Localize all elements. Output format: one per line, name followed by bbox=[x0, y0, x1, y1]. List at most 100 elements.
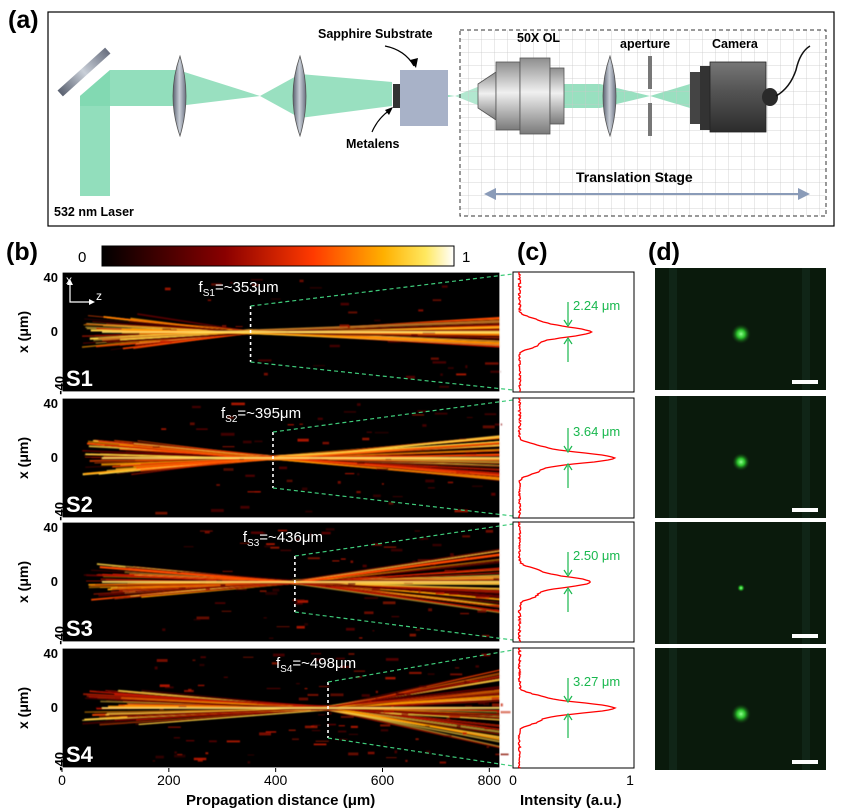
axis-indicator: xz bbox=[66, 273, 102, 305]
aperture-label: aperture bbox=[620, 37, 670, 51]
svg-text:40: 40 bbox=[44, 396, 58, 411]
sample-label: S2 bbox=[66, 492, 93, 517]
objective-lens bbox=[477, 57, 565, 135]
svg-text:x (μm): x (μm) bbox=[15, 561, 31, 603]
focal-spot bbox=[731, 324, 751, 344]
intensity-profile-s4: 3.27 μm bbox=[512, 647, 635, 769]
y-axis-s4: 40 0 -40 x (μm) bbox=[15, 646, 67, 771]
panel-a: (a) Sapphire Substrate Metalens bbox=[8, 6, 835, 227]
profile-curve bbox=[517, 521, 592, 643]
zoom-guide bbox=[327, 649, 514, 767]
svg-text:40: 40 bbox=[44, 520, 58, 535]
focal-spot-image-s4 bbox=[655, 648, 826, 770]
objective-label: 50X OL bbox=[517, 31, 560, 45]
x-tick-label: 0 bbox=[509, 772, 517, 788]
svg-text:40: 40 bbox=[44, 270, 58, 285]
camera-label: Camera bbox=[712, 37, 759, 51]
substrate-arrow bbox=[384, 45, 415, 67]
svg-text:-40: -40 bbox=[52, 626, 67, 645]
svg-text:-40: -40 bbox=[52, 376, 67, 395]
x-tick-label: 800 bbox=[478, 772, 502, 788]
focal-spot-image-s2 bbox=[655, 396, 826, 518]
panel-d-label: (d) bbox=[648, 238, 680, 266]
svg-text:x (μm): x (μm) bbox=[15, 311, 31, 353]
colorbar-min: 0 bbox=[78, 249, 86, 266]
svg-text:0: 0 bbox=[51, 450, 58, 465]
svg-text:-40: -40 bbox=[52, 502, 67, 521]
panel-b-label: (b) bbox=[6, 238, 38, 266]
metalens bbox=[393, 84, 400, 108]
y-axis-s1: 40 0 -40 x (μm) bbox=[15, 270, 67, 395]
x-tick-label: 1 bbox=[626, 772, 634, 788]
profile-curve bbox=[517, 397, 617, 519]
x-tick-label: 0 bbox=[58, 772, 66, 788]
svg-text:x (μm): x (μm) bbox=[15, 687, 31, 729]
x-tick-label: 200 bbox=[157, 772, 181, 788]
fwhm-label: 2.50 μm bbox=[573, 548, 620, 563]
svg-text:z: z bbox=[96, 289, 102, 303]
scale-bar bbox=[792, 634, 818, 638]
lens-1 bbox=[172, 54, 187, 138]
fwhm-label: 3.27 μm bbox=[573, 674, 620, 689]
zoom-guide bbox=[250, 273, 514, 391]
zoom-guide bbox=[294, 523, 514, 641]
svg-text:x (μm): x (μm) bbox=[15, 437, 31, 479]
propagation-x-axis: 0 200 400 600 800 bbox=[58, 768, 501, 788]
aperture-bottom bbox=[648, 103, 652, 136]
sapphire-substrate bbox=[400, 70, 448, 126]
scale-bar bbox=[792, 508, 818, 512]
focal-length-label: fS2=~395μm bbox=[221, 405, 301, 425]
svg-text:0: 0 bbox=[51, 700, 58, 715]
x-tick-label: 400 bbox=[264, 772, 288, 788]
panel-a-label: (a) bbox=[8, 6, 39, 34]
focal-spot bbox=[737, 584, 745, 592]
sample-label: S3 bbox=[66, 616, 93, 641]
metalens-label: Metalens bbox=[346, 137, 400, 151]
sample-label: S4 bbox=[66, 742, 94, 767]
fwhm-label: 3.64 μm bbox=[573, 424, 620, 439]
intensity-profile-s2: 3.64 μm bbox=[512, 397, 635, 519]
lens-2 bbox=[292, 54, 307, 138]
substrate-label: Sapphire Substrate bbox=[318, 27, 433, 41]
colorbar: 0 1 bbox=[78, 245, 470, 267]
propagation-xlabel: Propagation distance (μm) bbox=[186, 792, 375, 809]
intensity-xlabel: Intensity (a.u.) bbox=[520, 792, 622, 809]
focal-spot bbox=[732, 453, 750, 471]
zoom-guide bbox=[272, 399, 514, 517]
focal-spot bbox=[731, 704, 751, 724]
focal-length-label: fS1=~353μm bbox=[199, 279, 279, 299]
aperture-top bbox=[648, 56, 652, 89]
svg-text:0: 0 bbox=[51, 324, 58, 339]
intensity-profile-s1: 2.24 μm bbox=[512, 271, 635, 393]
profile-curve bbox=[517, 271, 593, 393]
laser-label: 532 nm Laser bbox=[54, 205, 134, 219]
svg-text:x: x bbox=[66, 273, 72, 287]
mirror bbox=[57, 47, 111, 97]
colorbar-max: 1 bbox=[462, 249, 470, 266]
intensity-profile-s3: 2.50 μm bbox=[512, 521, 635, 643]
lens-3 bbox=[602, 54, 617, 138]
y-axis-s3: 40 0 -40 x (μm) bbox=[15, 520, 67, 645]
svg-text:-40: -40 bbox=[52, 752, 67, 771]
focal-spot-image-s3 bbox=[655, 522, 826, 644]
scale-bar bbox=[792, 380, 818, 384]
sample-label: S1 bbox=[66, 366, 93, 391]
stage-label: Translation Stage bbox=[576, 169, 693, 185]
svg-text:40: 40 bbox=[44, 646, 58, 661]
y-axis-s2: 40 0 -40 x (μm) bbox=[15, 396, 67, 521]
x-tick-label: 600 bbox=[371, 772, 395, 788]
svg-text:0: 0 bbox=[51, 574, 58, 589]
scale-bar bbox=[792, 760, 818, 764]
beam-streaks bbox=[82, 653, 511, 764]
fwhm-label: 2.24 μm bbox=[573, 298, 620, 313]
camera bbox=[690, 45, 811, 133]
focal-length-label: fS4=~498μm bbox=[276, 655, 356, 675]
focal-length-label: fS3=~436μm bbox=[243, 529, 323, 549]
focal-spot-image-s1 bbox=[655, 268, 826, 390]
